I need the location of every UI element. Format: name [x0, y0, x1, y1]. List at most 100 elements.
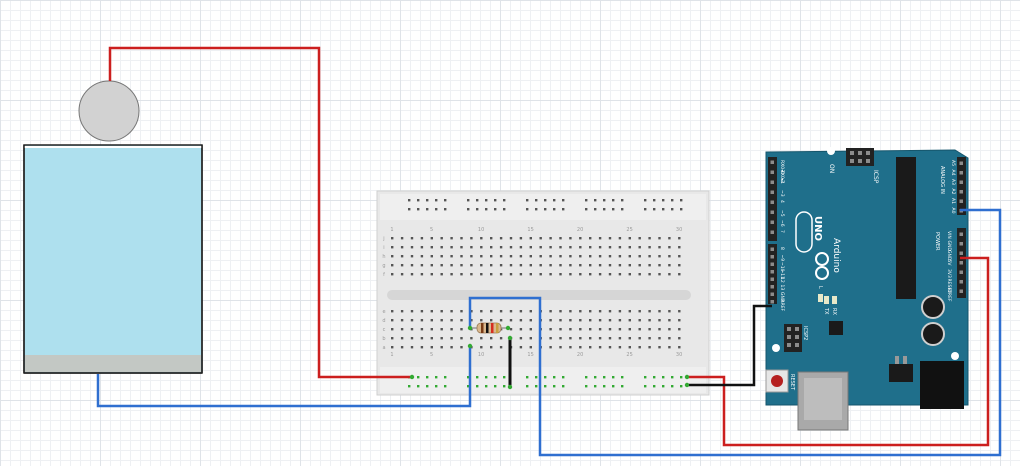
digital-pin[interactable]	[770, 200, 775, 205]
terminal-hole[interactable]	[589, 310, 592, 313]
terminal-hole[interactable]	[420, 246, 424, 249]
rail-hole[interactable]	[544, 385, 547, 388]
terminal-hole[interactable]	[589, 337, 592, 340]
power-pin[interactable]	[959, 289, 964, 294]
rail-hole[interactable]	[535, 199, 538, 202]
terminal-hole[interactable]	[519, 273, 523, 276]
analog-pin[interactable]	[959, 190, 964, 194]
terminal-hole[interactable]	[440, 273, 443, 276]
terminal-hole[interactable]	[658, 337, 661, 340]
terminal-hole[interactable]	[480, 337, 483, 340]
terminal-hole[interactable]	[579, 255, 582, 258]
terminal-hole[interactable]	[450, 310, 453, 313]
terminal-hole[interactable]	[420, 255, 424, 258]
terminal-hole[interactable]	[658, 346, 661, 349]
analog-pin[interactable]	[959, 199, 964, 204]
terminal-hole[interactable]	[638, 346, 641, 349]
rail-hole[interactable]	[503, 208, 506, 211]
terminal-hole[interactable]	[579, 328, 582, 331]
terminal-hole[interactable]	[549, 346, 552, 349]
terminal-hole[interactable]	[598, 264, 602, 267]
terminal-hole[interactable]	[509, 264, 513, 267]
terminal-hole[interactable]	[598, 255, 602, 258]
terminal-hole[interactable]	[440, 328, 443, 331]
rail-hole[interactable]	[553, 376, 556, 379]
terminal-hole[interactable]	[608, 328, 612, 331]
rail-hole[interactable]	[526, 385, 529, 388]
rail-hole[interactable]	[644, 208, 647, 211]
terminal-hole[interactable]	[480, 310, 483, 313]
rail-hole[interactable]	[503, 385, 506, 388]
rail-hole[interactable]	[680, 385, 683, 388]
terminal-hole[interactable]	[608, 246, 612, 249]
terminal-hole[interactable]	[440, 246, 443, 249]
terminal-hole[interactable]	[668, 328, 671, 331]
terminal-hole[interactable]	[529, 255, 532, 258]
terminal-hole[interactable]	[490, 346, 493, 349]
rail-hole[interactable]	[653, 199, 656, 202]
terminal-hole[interactable]	[450, 337, 453, 340]
rail-hole[interactable]	[594, 385, 597, 388]
terminal-hole[interactable]	[460, 237, 463, 240]
terminal-hole[interactable]	[499, 310, 503, 313]
rail-hole[interactable]	[585, 208, 588, 211]
terminal-hole[interactable]	[440, 264, 443, 267]
terminal-hole[interactable]	[618, 237, 622, 240]
terminal-hole[interactable]	[569, 246, 572, 249]
terminal-hole[interactable]	[628, 310, 631, 313]
digital-pin[interactable]	[770, 270, 775, 274]
terminal-hole[interactable]	[480, 273, 483, 276]
terminal-hole[interactable]	[410, 273, 414, 276]
rail-hole[interactable]	[621, 199, 624, 202]
terminal-hole[interactable]	[559, 310, 562, 313]
terminal-hole[interactable]	[400, 346, 404, 349]
terminal-hole[interactable]	[668, 255, 671, 258]
terminal-hole[interactable]	[668, 346, 671, 349]
terminal-hole[interactable]	[608, 319, 612, 322]
rail-hole[interactable]	[662, 376, 665, 379]
terminal-hole[interactable]	[598, 310, 602, 313]
rail-hole[interactable]	[426, 376, 429, 379]
terminal-hole[interactable]	[598, 337, 602, 340]
rail-hole[interactable]	[408, 199, 411, 202]
terminal-hole[interactable]	[410, 255, 414, 258]
terminal-hole[interactable]	[589, 237, 592, 240]
digital-pin[interactable]	[770, 190, 775, 195]
power-pin[interactable]	[959, 242, 964, 246]
terminal-hole[interactable]	[598, 273, 602, 276]
terminal-hole[interactable]	[569, 237, 572, 240]
terminal-hole[interactable]	[490, 255, 493, 258]
rail-hole[interactable]	[671, 208, 674, 211]
terminal-hole[interactable]	[400, 328, 404, 331]
rail-hole[interactable]	[653, 208, 656, 211]
terminal-hole[interactable]	[608, 255, 612, 258]
terminal-hole[interactable]	[678, 264, 681, 267]
rail-hole[interactable]	[535, 385, 538, 388]
terminal-hole[interactable]	[460, 255, 463, 258]
rail-hole[interactable]	[544, 208, 547, 211]
terminal-hole[interactable]	[628, 328, 631, 331]
terminal-hole[interactable]	[678, 328, 681, 331]
terminal-hole[interactable]	[608, 337, 612, 340]
terminal-hole[interactable]	[628, 237, 631, 240]
terminal-hole[interactable]	[678, 273, 681, 276]
terminal-hole[interactable]	[480, 246, 483, 249]
terminal-hole[interactable]	[579, 246, 582, 249]
terminal-hole[interactable]	[658, 255, 661, 258]
terminal-hole[interactable]	[559, 237, 562, 240]
terminal-hole[interactable]	[678, 237, 681, 240]
terminal-hole[interactable]	[460, 328, 463, 331]
terminal-hole[interactable]	[559, 337, 562, 340]
terminal-hole[interactable]	[628, 255, 631, 258]
terminal-hole[interactable]	[440, 237, 443, 240]
rail-hole[interactable]	[408, 208, 411, 211]
terminal-hole[interactable]	[569, 255, 572, 258]
rail-hole[interactable]	[553, 385, 556, 388]
rail-hole[interactable]	[494, 208, 497, 211]
terminal-hole[interactable]	[658, 246, 661, 249]
rail-hole[interactable]	[535, 208, 538, 211]
terminal-hole[interactable]	[420, 328, 424, 331]
rail-hole[interactable]	[662, 208, 665, 211]
terminal-hole[interactable]	[480, 264, 483, 267]
rail-hole[interactable]	[435, 199, 438, 202]
